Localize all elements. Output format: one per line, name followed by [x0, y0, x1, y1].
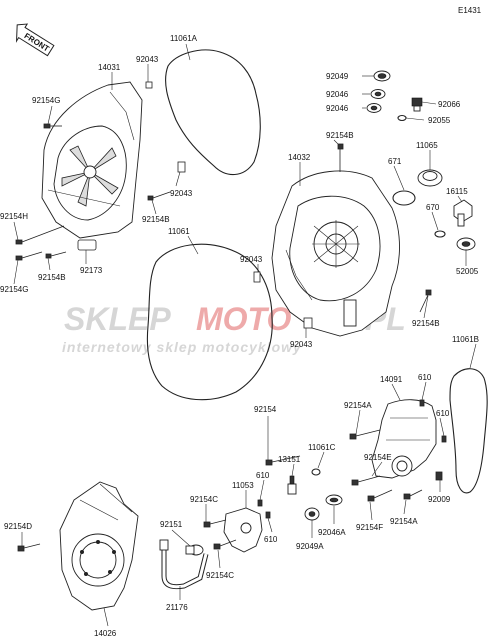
plug-92066: [411, 97, 423, 112]
generator-cover-14031: [41, 81, 143, 239]
watermark-brand-gray: SKLEP: [64, 301, 171, 337]
bearing-92046-a: [370, 89, 386, 99]
bolts: [15, 81, 447, 552]
label-13151: 13151: [278, 455, 301, 464]
label-92046A: 92046A: [318, 528, 346, 537]
watermark-brand-red: MOTO: [196, 301, 292, 337]
label-92154D: 92154D: [4, 522, 32, 531]
label-14032: 14032: [288, 153, 311, 162]
label-92046-a: 92046: [326, 90, 349, 99]
label-11053: 11053: [232, 481, 254, 490]
label-92043-b: 92043: [170, 189, 193, 198]
label-610-b: 610: [436, 409, 450, 418]
cap-16115: [453, 199, 473, 227]
label-14026: 14026: [94, 629, 117, 638]
label-11061B: 11061B: [452, 335, 479, 344]
label-610-c: 610: [256, 471, 270, 480]
label-92154E: 92154E: [364, 453, 392, 462]
diagram-code: E1431: [458, 6, 482, 15]
label-92154B-b: 92154B: [38, 273, 66, 282]
label-92046-b: 92046: [326, 104, 349, 113]
front-arrow-icon: FRONT: [15, 23, 55, 57]
clutch-cover-14032: [271, 170, 400, 337]
label-92043-c: 92043: [240, 255, 263, 264]
label-52005: 52005: [456, 267, 479, 276]
sprocket-cover-14026: [59, 481, 139, 611]
label-92154A-b: 92154A: [390, 517, 418, 526]
label-671: 671: [388, 157, 402, 166]
label-92049: 92049: [326, 72, 349, 81]
label-92173: 92173: [80, 266, 103, 275]
label-11065: 11065: [416, 141, 438, 150]
leader-lines: [13, 43, 477, 627]
label-92154C-a: 92154C: [190, 495, 218, 504]
fitting-92151: [185, 544, 204, 556]
label-92154B-d: 92154B: [412, 319, 440, 328]
cap-11065: [417, 169, 443, 187]
label-92154G-b: 92154G: [0, 285, 28, 294]
label-92154C-b: 92154C: [206, 571, 234, 580]
label-14091: 14091: [380, 375, 403, 384]
gasket-11061A: [165, 49, 261, 176]
label-92154: 92154: [254, 405, 277, 414]
label-92049A: 92049A: [296, 542, 324, 551]
gasket-11061B: [449, 368, 488, 494]
label-92154F: 92154F: [356, 523, 383, 532]
label-92009: 92009: [428, 495, 451, 504]
label-14031: 14031: [98, 63, 121, 72]
label-92154B-c: 92154B: [326, 131, 354, 140]
bearing-92046-b: [366, 103, 382, 113]
oring-671: [392, 190, 416, 206]
label-11061A: 11061A: [170, 34, 198, 43]
part-13151: [287, 475, 297, 495]
label-670: 670: [426, 203, 440, 212]
label-21176: 21176: [166, 603, 188, 612]
label-16115: 16115: [446, 187, 468, 196]
label-92066: 92066: [438, 100, 461, 109]
bracket-11053: [223, 507, 263, 553]
label-610-a: 610: [418, 373, 432, 382]
seal-92049A: [304, 507, 320, 521]
label-92154A-a: 92154A: [344, 401, 372, 410]
label-11061: 11061: [168, 227, 190, 236]
cover-14091: [371, 399, 437, 479]
seal-52005: [456, 237, 476, 251]
label-11061C: 11061C: [308, 443, 336, 452]
watermark-tagline: internetowy sklep motocyklowy: [62, 339, 302, 355]
oring-11061C: [311, 468, 321, 476]
oring-670: [434, 230, 446, 238]
label-92154B-a: 92154B: [142, 215, 170, 224]
hose-21176: [159, 539, 209, 590]
label-610-d: 610: [264, 535, 278, 544]
label-92154G-a: 92154G: [32, 96, 60, 105]
label-92151: 92151: [160, 520, 183, 529]
gasket-11061: [146, 243, 273, 401]
part-labels: 11061A 14031 92043 92154G 92043 92154B 9…: [0, 34, 479, 638]
label-92043-a: 92043: [136, 55, 159, 64]
label-92055: 92055: [428, 116, 451, 125]
label-92154H: 92154H: [0, 212, 28, 221]
seal-92049: [373, 70, 391, 82]
bearing-92046A: [325, 494, 343, 506]
oring-92055: [397, 114, 407, 122]
label-92043-d: 92043: [290, 340, 313, 349]
